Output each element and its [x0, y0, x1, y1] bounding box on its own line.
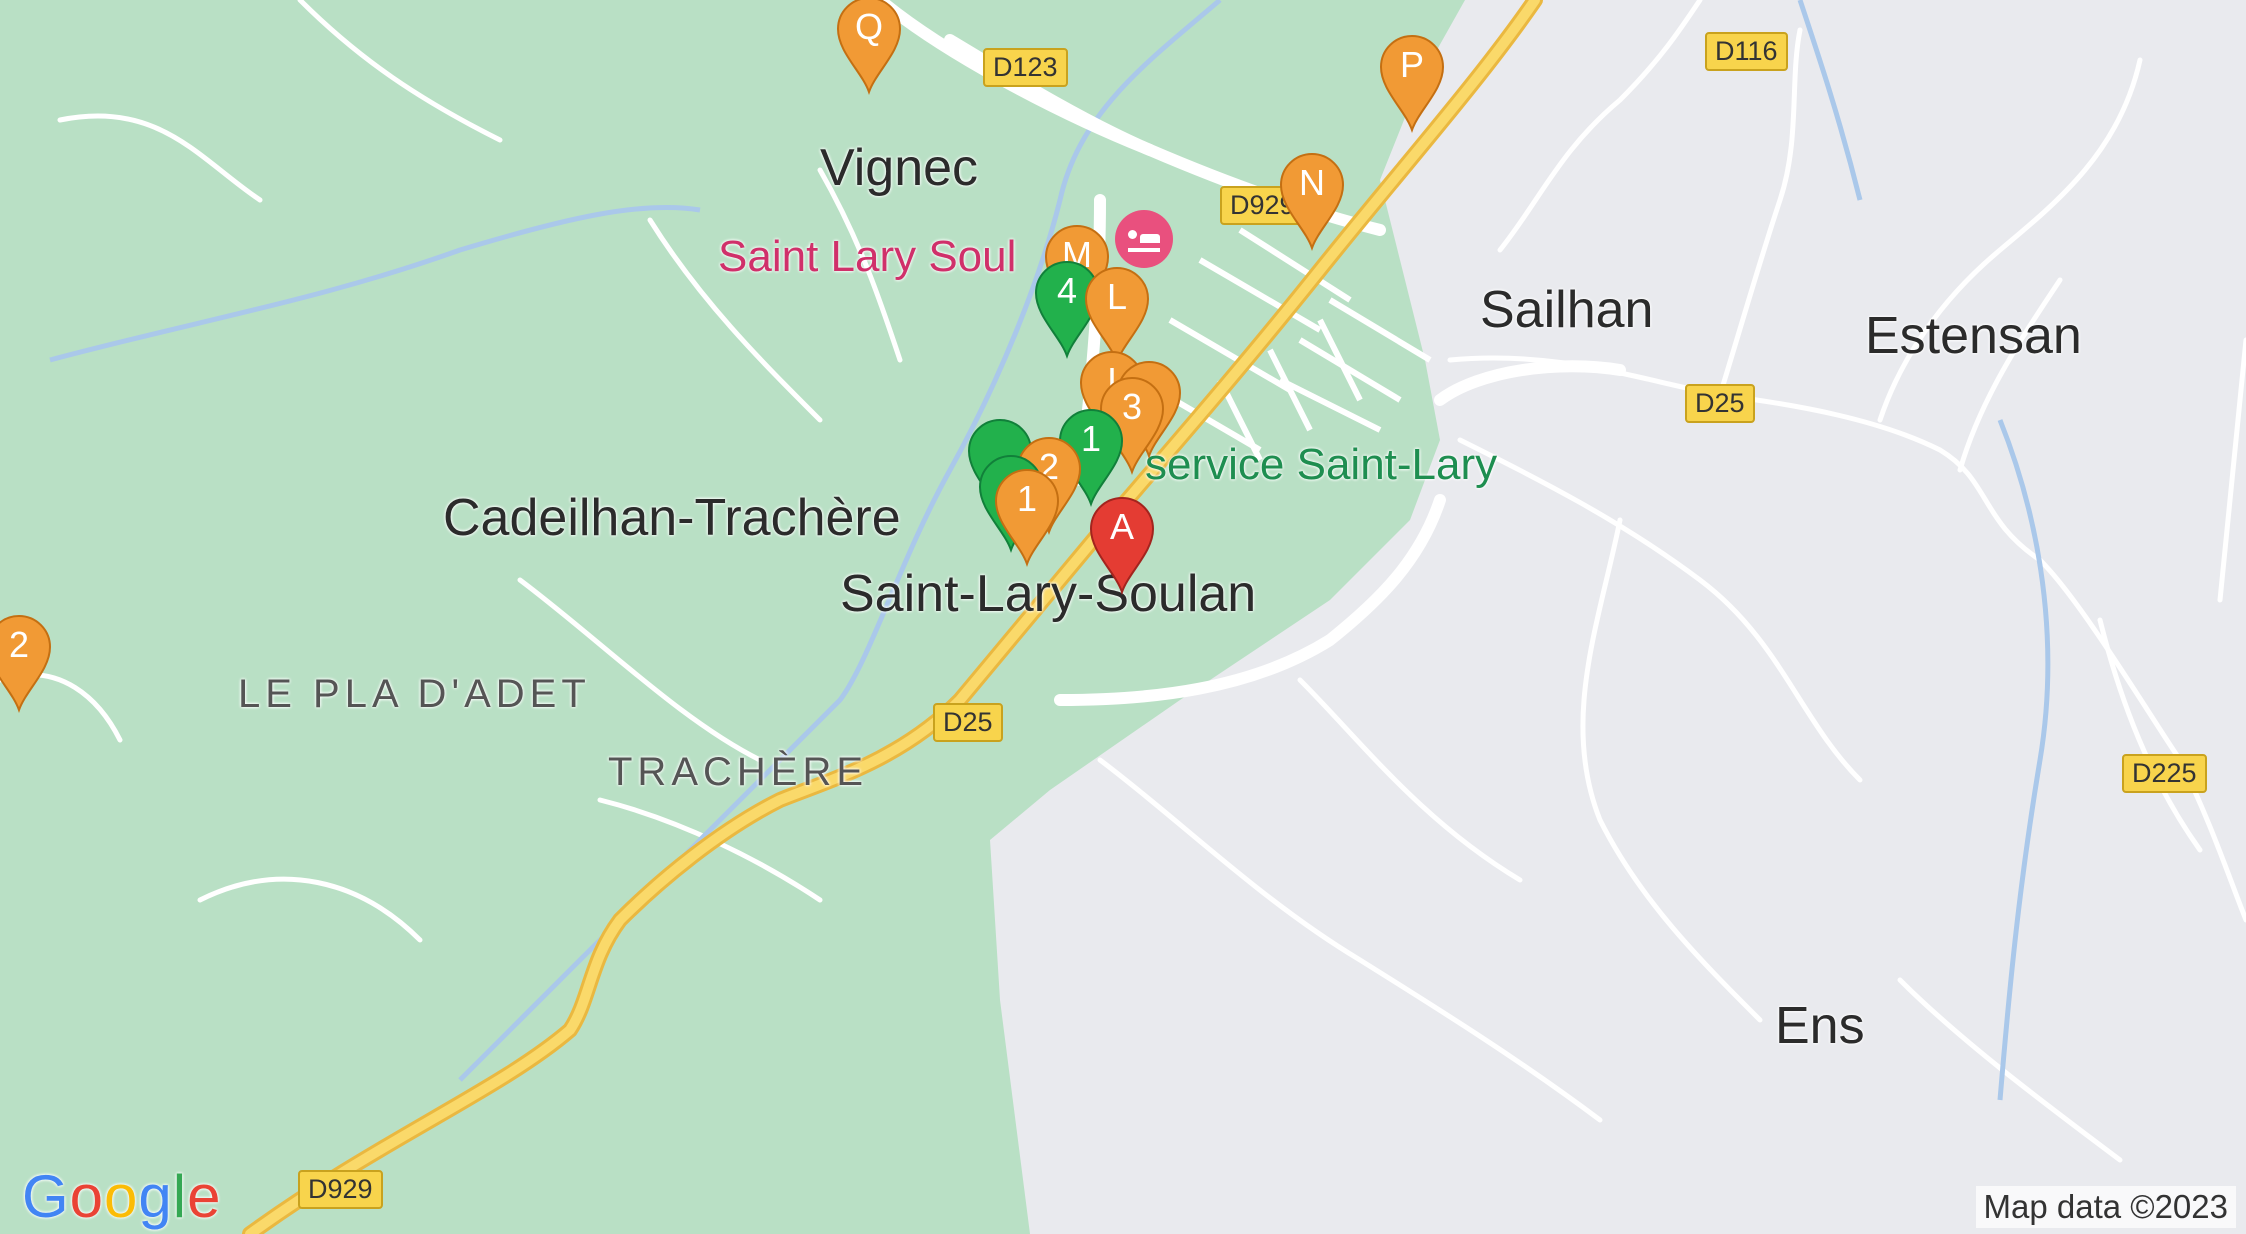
- road-shield-d116: D116: [1705, 32, 1788, 71]
- road-shield-d25-south: D25: [933, 703, 1003, 742]
- road-shield-d123: D123: [983, 48, 1068, 87]
- place-label-trachere: TRACHÈRE: [608, 750, 869, 794]
- poi-label-saint-lary-hotel[interactable]: Saint Lary Soul: [718, 232, 1017, 281]
- place-label-le-pla-dadet: LE PLA D'ADET: [238, 672, 591, 716]
- map-pin-p[interactable]: P: [1375, 30, 1449, 134]
- town-grid: [1138, 227, 1432, 462]
- map-pin-4[interactable]: 4: [1030, 256, 1104, 360]
- place-label-vignec: Vignec: [820, 139, 979, 197]
- map-pin-1-orange[interactable]: 1: [990, 464, 1064, 568]
- place-label-saint-lary-soulan: Saint-Lary-Soulan: [840, 565, 1257, 623]
- road-shield-d25-east: D25: [1685, 384, 1755, 423]
- road-shield-d929-top: D929: [1220, 186, 1305, 225]
- road-shield-d929-bottom: D929: [298, 1170, 383, 1209]
- map-pin-l[interactable]: L: [1080, 262, 1154, 366]
- road-shield-d225: D225: [2122, 754, 2207, 793]
- place-label-cadeilhan-trachere: Cadeilhan-Trachère: [443, 489, 901, 547]
- place-label-estensan: Estensan: [1865, 307, 2082, 365]
- map-pin-q[interactable]: Q: [832, 0, 906, 96]
- map-pin-west-edge[interactable]: 2: [0, 610, 56, 714]
- place-label-sailhan: Sailhan: [1480, 281, 1654, 339]
- map-pin-n[interactable]: N: [1275, 148, 1349, 252]
- hotel-bed-icon[interactable]: [1115, 210, 1173, 268]
- poi-label-service-saint-lary[interactable]: service Saint-Lary: [1145, 440, 1498, 489]
- map-pin-a-selected[interactable]: A: [1085, 492, 1159, 596]
- map-attribution[interactable]: Map data ©2023: [1975, 1186, 2236, 1228]
- place-label-ens: Ens: [1775, 997, 1865, 1055]
- google-logo: Google: [22, 1163, 222, 1230]
